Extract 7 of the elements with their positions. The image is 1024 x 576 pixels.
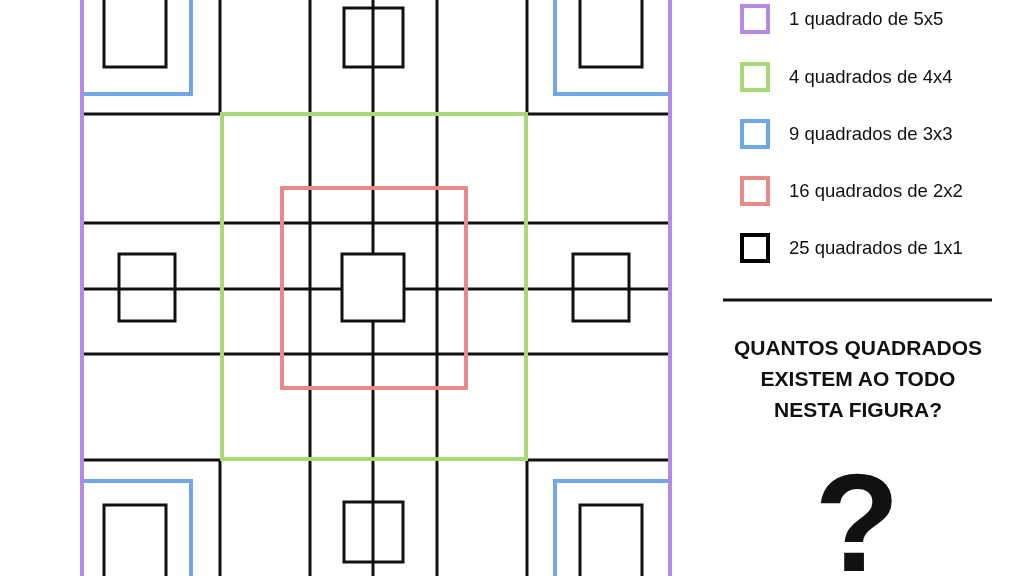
legend-label: 1 quadrado de 5x5: [789, 8, 944, 30]
legend-label: 9 quadrados de 3x3: [789, 123, 953, 145]
legend-label: 4 quadrados de 4x4: [789, 66, 953, 88]
question-text: QUANTOS QUADRADOS EXISTEM AO TODO NESTA FIGURA?: [732, 335, 984, 423]
question-mark: ?: [813, 470, 901, 576]
legend-label: 16 quadrados de 2x2: [789, 180, 963, 202]
legend-label: 25 quadrados de 1x1: [789, 237, 963, 259]
